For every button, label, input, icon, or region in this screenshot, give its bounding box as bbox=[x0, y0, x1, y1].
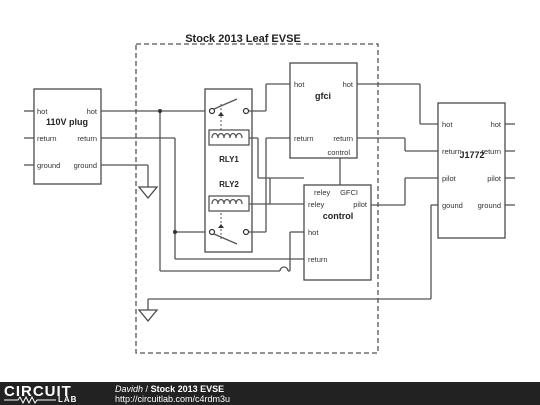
control-block[interactable]: reley GFCI reley pilot control hot retur… bbox=[303, 184, 372, 281]
j1772-right-return-label: return bbox=[481, 147, 501, 156]
control-reley-a-label: reley bbox=[314, 188, 331, 197]
plug-right-hot-label: hot bbox=[87, 107, 98, 116]
relay-1-label: RLY1 bbox=[219, 155, 239, 164]
gfci-block[interactable]: hot hot gfci return return control bbox=[289, 62, 358, 159]
circuitlab-footer: CIRCUIT LAB Davidh / Stock 2013 EVSE htt… bbox=[0, 382, 540, 405]
gfci-name: gfci bbox=[315, 91, 331, 101]
plug-wiring bbox=[101, 110, 304, 272]
control-gfci-label: GFCI bbox=[340, 188, 358, 197]
relay-block[interactable]: RLY1 RLY2 bbox=[204, 88, 253, 253]
j1772-connector[interactable]: hot return pilot gound hot return pilot … bbox=[437, 102, 515, 239]
j1772-left-ground-label: gound bbox=[442, 201, 463, 210]
author-separator: / bbox=[145, 384, 149, 394]
plug-left-ground-label: ground bbox=[37, 161, 60, 170]
author-line: Davidh / Stock 2013 EVSE bbox=[115, 384, 224, 394]
circuitlab-logo-sub: LAB bbox=[58, 395, 78, 404]
hot-junction-dot bbox=[158, 109, 162, 113]
resistor-logo-icon bbox=[4, 396, 56, 404]
j1772-right-hot-label: hot bbox=[491, 120, 502, 129]
ground-symbol-left bbox=[137, 186, 159, 200]
control-pilot-label: pilot bbox=[353, 200, 368, 209]
j1772-name: J1772 bbox=[459, 150, 484, 160]
gfci-control-label: control bbox=[327, 148, 350, 157]
circuit-name: Stock 2013 EVSE bbox=[150, 384, 225, 394]
plug-left-return-label: return bbox=[37, 134, 57, 143]
control-name: control bbox=[323, 211, 354, 221]
j1772-left-pilot-label: pilot bbox=[442, 174, 457, 183]
circuit-url[interactable]: http://circuitlab.com/c4rdm3u bbox=[115, 394, 231, 404]
gfci-return-in-label: return bbox=[294, 134, 314, 143]
return-junction-dot bbox=[173, 230, 177, 234]
schematic-canvas: Stock 2013 Leaf EVSE hot return ground h… bbox=[24, 33, 515, 354]
j1772-right-ground-label: ground bbox=[478, 201, 501, 210]
control-reley-b-label: reley bbox=[308, 200, 325, 209]
j1772-right-pilot-label: pilot bbox=[487, 174, 502, 183]
plug-name: 110V plug bbox=[46, 117, 88, 127]
evse-enclosure bbox=[135, 43, 379, 354]
plug-right-ground-label: ground bbox=[74, 161, 97, 170]
schematic-title: Stock 2013 Leaf EVSE bbox=[185, 33, 301, 45]
control-return-label: return bbox=[308, 255, 328, 264]
relay-wiring bbox=[249, 83, 341, 233]
j1772-left-hot-label: hot bbox=[442, 120, 453, 129]
gfci-hot-in-label: hot bbox=[294, 80, 305, 89]
author-name[interactable]: Davidh bbox=[115, 384, 144, 394]
j1772-left-return-label: return bbox=[442, 147, 462, 156]
output-wiring bbox=[147, 83, 438, 310]
control-hot-label: hot bbox=[308, 228, 319, 237]
plug-right-return-label: return bbox=[77, 134, 97, 143]
gfci-hot-out-label: hot bbox=[343, 80, 354, 89]
relay-2-label: RLY2 bbox=[219, 180, 239, 189]
plug-110v[interactable]: hot return ground hot return ground 110V… bbox=[24, 88, 102, 185]
plug-left-hot-label: hot bbox=[37, 107, 48, 116]
gfci-return-out-label: return bbox=[333, 134, 353, 143]
circuitlab-logo[interactable]: CIRCUIT bbox=[4, 383, 72, 400]
ground-symbol-bottom bbox=[137, 309, 159, 323]
